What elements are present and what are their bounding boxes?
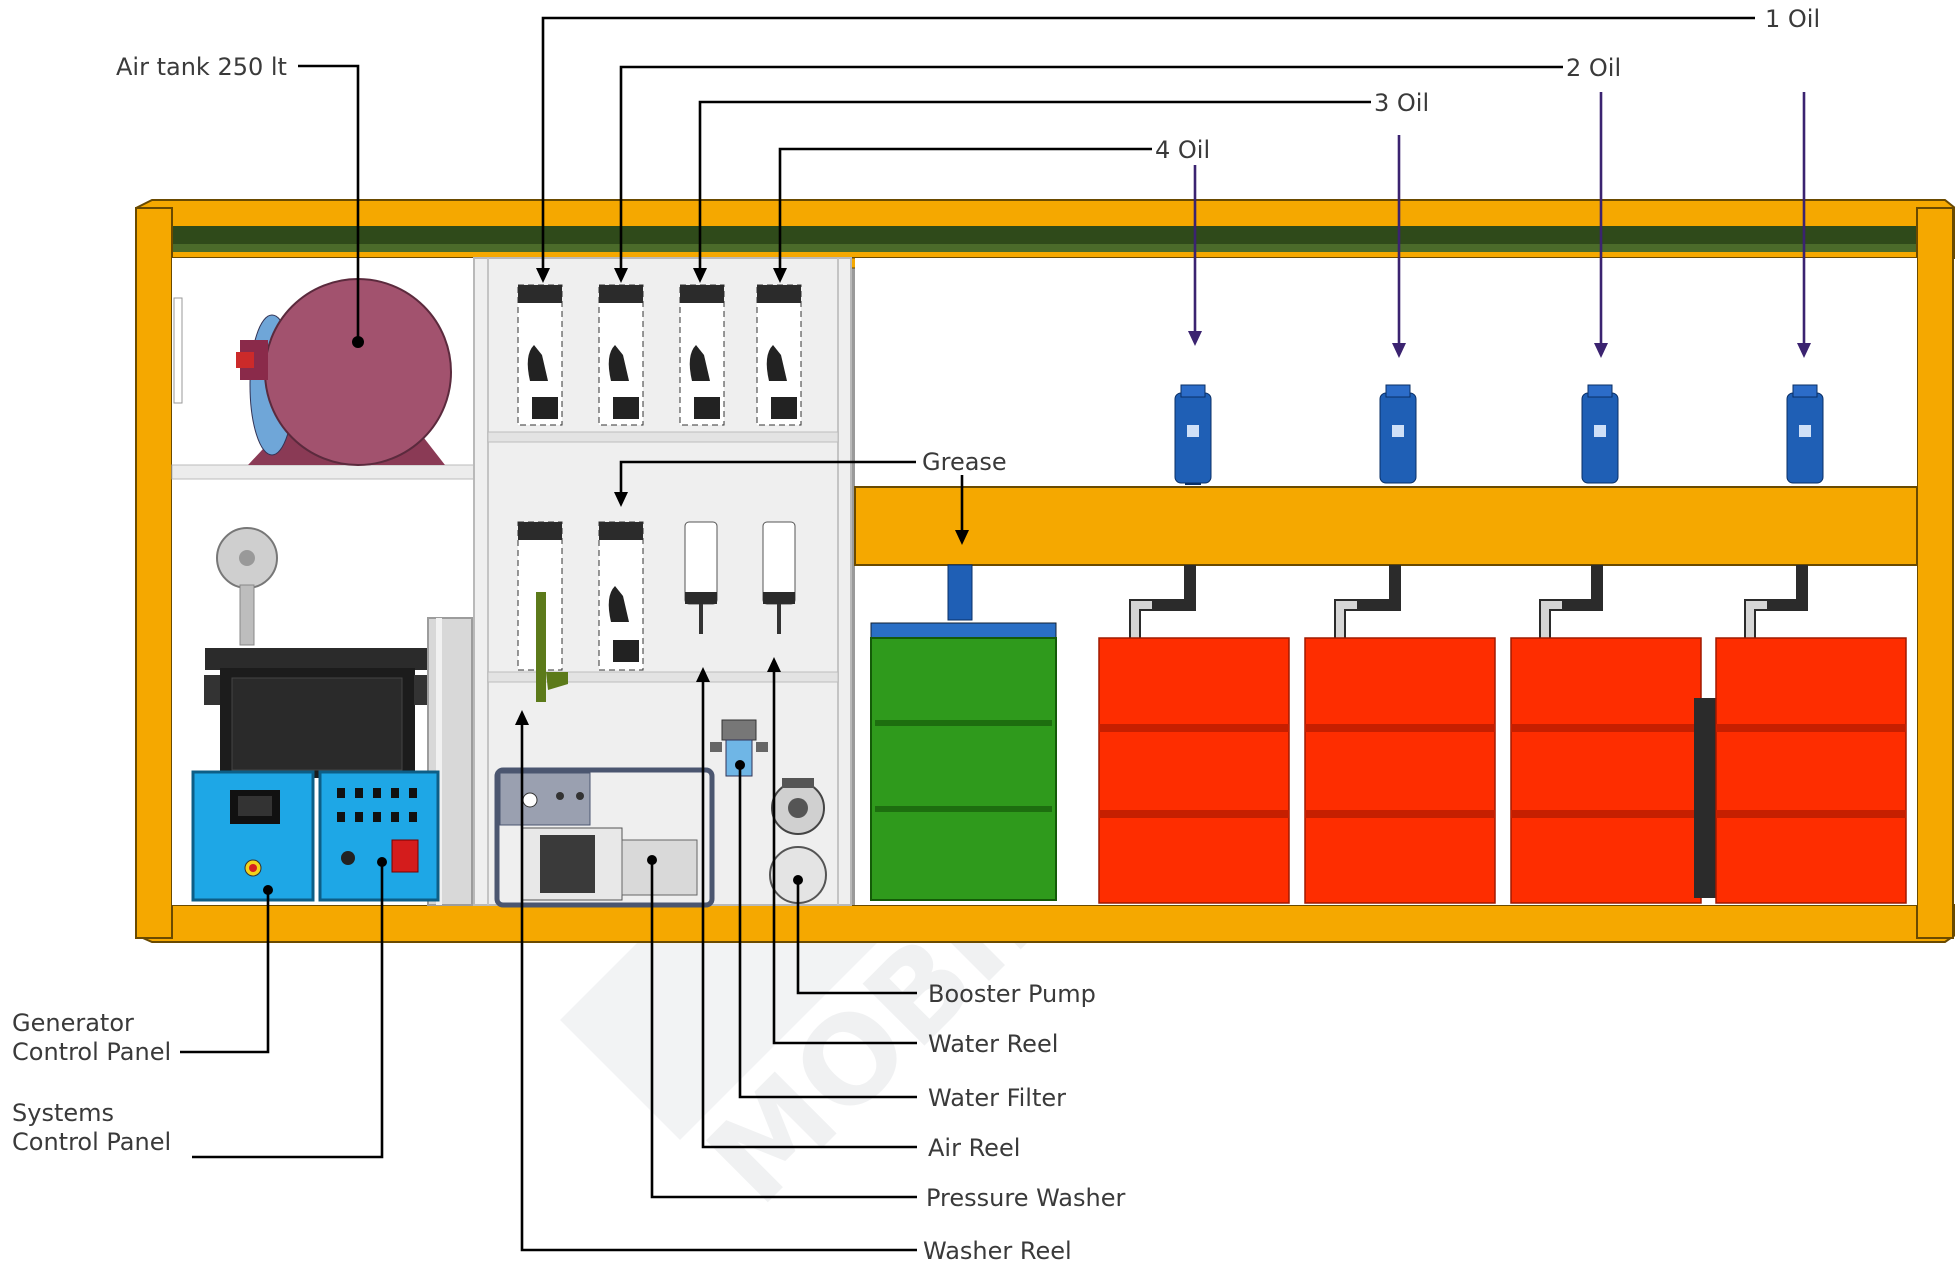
label-water-filter: Water Filter	[928, 1084, 1066, 1112]
label-grease: Grease	[922, 448, 1007, 476]
grease-drum	[870, 622, 1057, 901]
label-air-tank: Air tank 250 lt	[116, 53, 287, 81]
suction-pipes	[1129, 565, 1808, 640]
oil-drum-2	[1510, 637, 1702, 904]
oil-pumps	[1174, 384, 1824, 485]
generator-control-panel	[191, 770, 315, 902]
lower-reels	[517, 521, 796, 702]
oil-hose-reels	[517, 284, 802, 426]
label-air-reel: Air Reel	[928, 1134, 1020, 1162]
air-reel	[684, 521, 718, 634]
oil-pump-1	[1786, 384, 1824, 484]
arrowheads	[263, 268, 1811, 895]
oil-pump-3	[1379, 384, 1417, 484]
oil-drum-1	[1694, 637, 1907, 904]
oil-pump-4	[1174, 384, 1212, 485]
label-oil-4: 4 Oil	[1155, 136, 1210, 164]
leader-lines	[180, 16, 1806, 1252]
pressure-washer	[494, 767, 715, 908]
oil-pump-2	[1581, 384, 1619, 484]
labels: 1 Oil 2 Oil 3 Oil 4 Oil Air tank 250 lt …	[12, 5, 1820, 1265]
label-oil-3: 3 Oil	[1374, 89, 1429, 117]
exhaust-pipe	[427, 617, 473, 906]
air-tank	[236, 278, 452, 466]
generator	[204, 527, 430, 778]
label-oil-2: 2 Oil	[1566, 54, 1621, 82]
oil-drum-4	[1098, 637, 1290, 904]
oil-reel-4	[517, 284, 563, 426]
label-generator-panel-1: Generator	[12, 1009, 134, 1037]
washer-reel	[517, 521, 568, 702]
label-pressure-washer: Pressure Washer	[926, 1184, 1125, 1212]
oil-reel-2	[679, 284, 725, 426]
grease-pump	[947, 564, 973, 621]
label-water-reel: Water Reel	[928, 1030, 1058, 1058]
water-reel	[762, 521, 796, 634]
oil-drum-3	[1304, 637, 1496, 904]
container-frame	[135, 199, 1955, 943]
systems-control-panel	[318, 770, 440, 902]
label-booster-pump: Booster Pump	[928, 980, 1096, 1008]
label-systems-panel-2: Control Panel	[12, 1128, 171, 1156]
grease-reel	[598, 521, 644, 671]
oil-reel-3	[598, 284, 644, 426]
oil-reel-1	[756, 284, 802, 426]
label-oil-1: 1 Oil	[1765, 5, 1820, 33]
label-washer-reel: Washer Reel	[923, 1237, 1072, 1265]
label-systems-panel-1: Systems	[12, 1099, 114, 1127]
water-filter	[710, 719, 768, 777]
label-generator-panel-2: Control Panel	[12, 1038, 171, 1066]
oil-drums	[1098, 637, 1907, 904]
